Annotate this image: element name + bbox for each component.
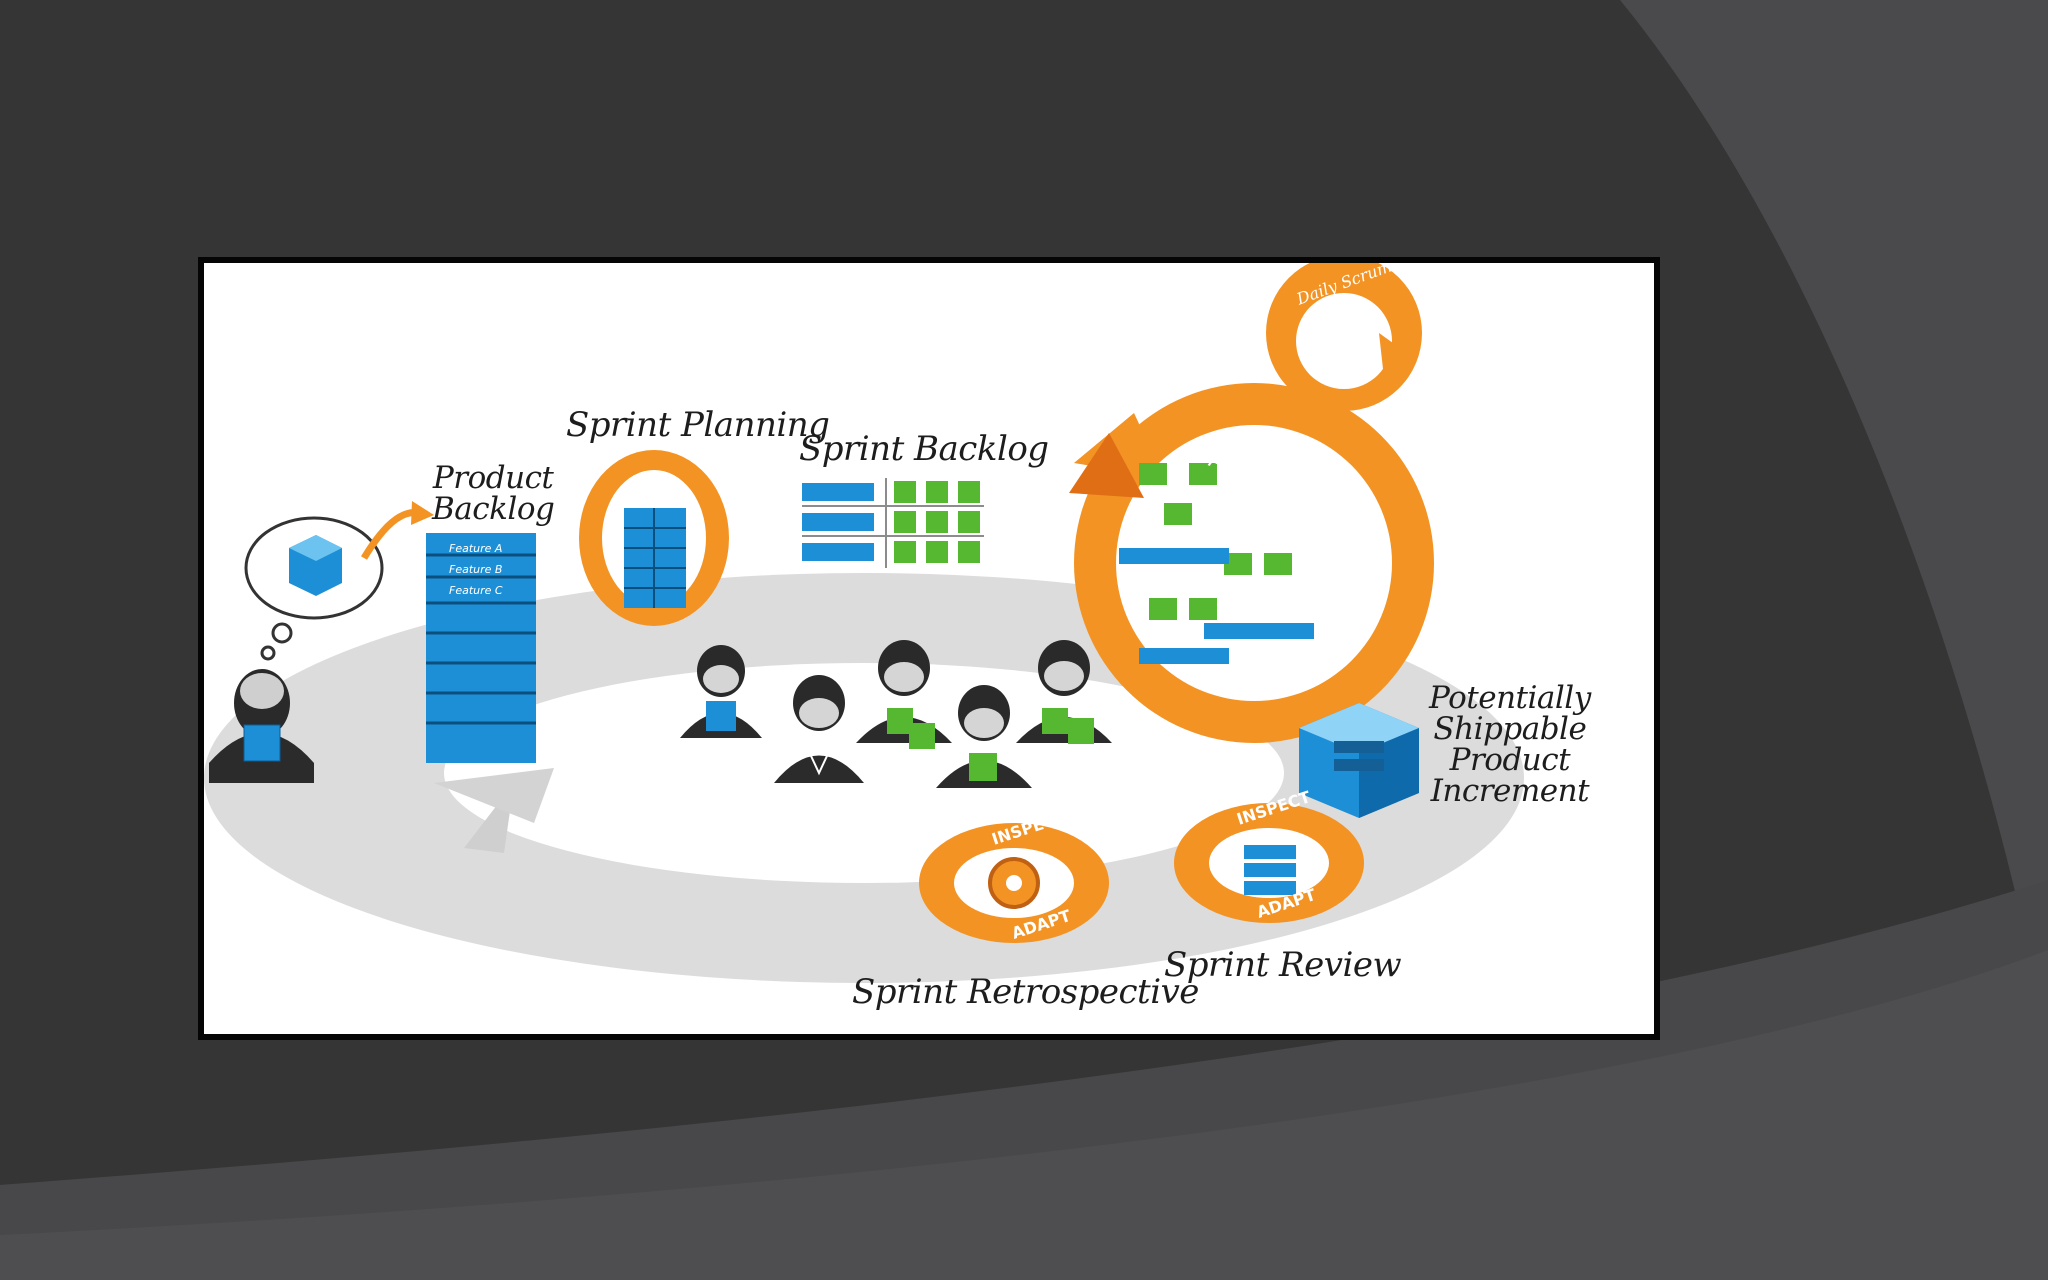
backlog-feature-b: Feature B (449, 563, 503, 576)
background-arc-top-right (1620, 0, 2048, 1040)
scrum-diagram-frame: Daily Scrum Sprint Execution INSPECT ADA… (198, 257, 1660, 1040)
sprint-retrospective-loop-icon (919, 823, 1109, 943)
increment-label-line-4: Increment (1430, 773, 1590, 809)
product-backlog-label: Product Backlog (432, 460, 555, 527)
background-arc-bottom-edge (0, 950, 2048, 1280)
scrum-process-diagram: Daily Scrum Sprint Execution INSPECT ADA… (204, 263, 1524, 983)
thought-cloud-icon (244, 516, 384, 661)
increment-label-line-1: Potentially (1429, 680, 1591, 716)
increment-label-line-2: Shippable (1433, 711, 1587, 747)
sprint-planning-label: Sprint Planning (566, 405, 830, 445)
gear-icon (988, 857, 1040, 909)
backlog-feature-c: Feature C (449, 584, 503, 597)
sprint-review-loop-icon (1174, 803, 1364, 923)
sprint-planning-icon (579, 450, 729, 626)
product-backlog-stack-icon (426, 533, 536, 763)
sprint-backlog-label: Sprint Backlog (799, 429, 1049, 469)
increment-cube-icon (1299, 703, 1419, 818)
product-backlog-label-line-2: Backlog (432, 491, 555, 527)
product-owner-icon (209, 669, 314, 783)
sprint-execution-loop-icon (1069, 383, 1434, 743)
idea-arrow-icon (360, 509, 420, 560)
sprint-backlog-icon (802, 478, 984, 568)
product-backlog-label-line-1: Product (432, 460, 554, 496)
daily-scrum-loop-icon (1266, 263, 1422, 411)
sprint-retrospective-label: Sprint Retrospective (852, 972, 1199, 1012)
potentially-shippable-increment-label: Potentially Shippable Product Increment (1429, 683, 1591, 807)
idea-arrow-head-icon (411, 501, 434, 525)
increment-label-line-3: Product (1449, 742, 1571, 778)
sprint-review-label: Sprint Review (1164, 945, 1402, 985)
scrum-team-icon (680, 640, 1112, 788)
backlog-feature-a: Feature A (449, 542, 503, 555)
